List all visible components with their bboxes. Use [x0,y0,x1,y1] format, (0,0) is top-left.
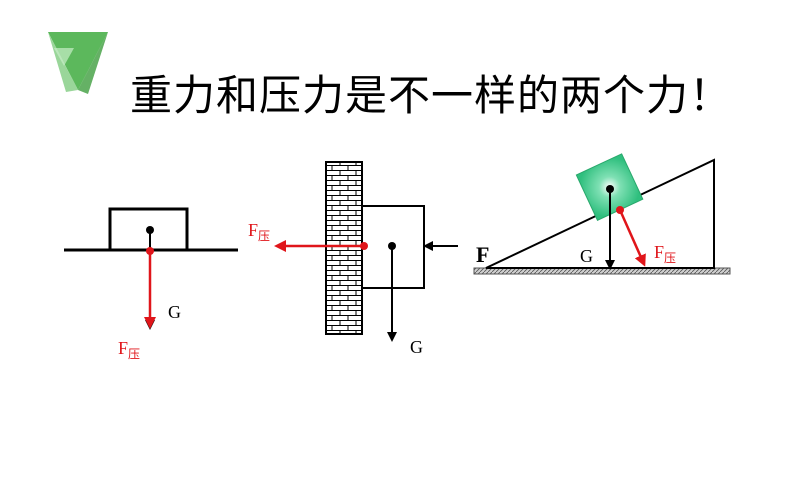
gravity-label: G [580,246,593,266]
triangle-logo-icon [48,32,108,94]
figure3-block-on-incline: F G F压 [473,153,731,275]
pressure-label: F压 [118,338,140,361]
figure2-block-on-wall: F压 G [248,161,458,357]
figure1-block-on-floor: G F压 [64,207,238,361]
pressure-label: F压 [654,242,676,265]
pressure-subscript: 压 [664,251,676,265]
gravity-label: G [168,302,181,322]
brick-wall [325,161,363,335]
gravity-label: G [410,337,423,357]
pressure-subscript: 压 [258,229,270,243]
pressure-subscript: 压 [128,347,140,361]
page-title: 重力和压力是不一样的两个力！ [130,71,733,120]
pressure-arrow [618,209,646,267]
applied-force-label: F [476,242,489,267]
pressure-label: F压 [248,220,270,243]
